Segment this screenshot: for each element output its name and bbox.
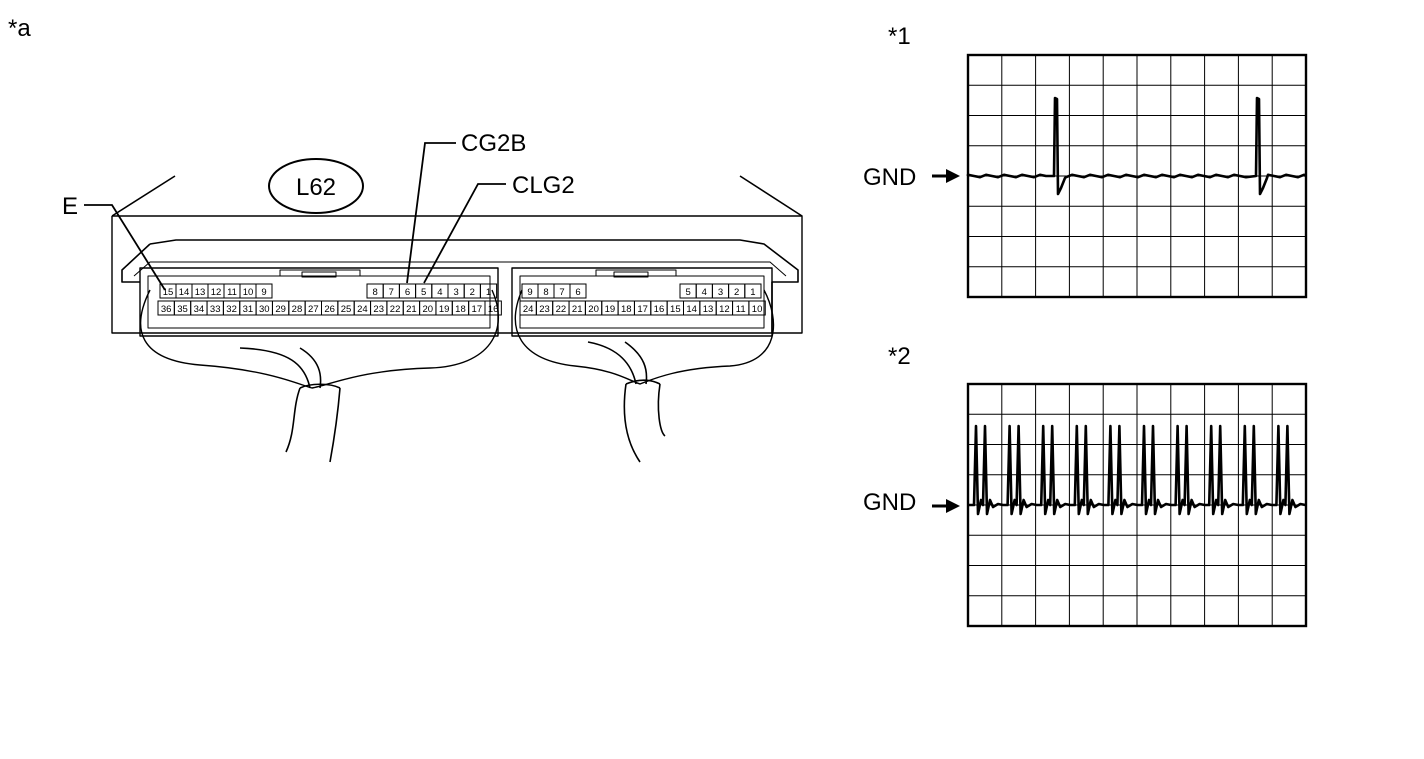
waveform-1-gnd-label: GND	[863, 164, 916, 191]
pin-number: 18	[455, 304, 466, 315]
pin-cell	[748, 300, 766, 316]
pin-number: 20	[422, 304, 433, 315]
waveform-trace	[968, 424, 1307, 516]
pin-number: 16	[654, 304, 665, 315]
pin-number: 4	[437, 287, 442, 298]
pin-number: 15	[163, 287, 174, 298]
pin-number: 24	[523, 304, 534, 315]
pin-number: 12	[211, 287, 222, 298]
pin-number: 32	[226, 304, 237, 315]
pin-number: 7	[559, 287, 564, 298]
pin-number: 34	[194, 304, 205, 315]
pin-number: 4	[702, 287, 707, 298]
pin-number: 36	[161, 304, 172, 315]
pin-number: 12	[719, 304, 730, 315]
pin-cell	[255, 283, 273, 299]
connector-code-label: L62	[296, 174, 336, 201]
terminal-callouts	[84, 142, 506, 291]
pin-number: 8	[372, 287, 377, 298]
pin-number: 17	[637, 304, 648, 315]
pin-number: 8	[543, 287, 548, 298]
pin-number: 2	[470, 287, 475, 298]
pin-number: 13	[195, 287, 206, 298]
pin-number: 3	[453, 287, 458, 298]
terminal-cg2b-label: CG2B	[461, 130, 526, 157]
pin-number: 28	[292, 304, 303, 315]
waveform-1-scope	[966, 53, 1308, 299]
ecu-connector	[111, 175, 803, 463]
pin-number: 27	[308, 304, 319, 315]
pin-number: 2	[734, 287, 739, 298]
pin-number: 10	[243, 287, 254, 298]
pin-number: 21	[406, 304, 417, 315]
pin-number: 6	[405, 287, 410, 298]
pin-number: 3	[718, 287, 723, 298]
terminal-e-label: E	[62, 193, 78, 220]
pin-number: 19	[439, 304, 450, 315]
pin-number: 17	[472, 304, 483, 315]
pin-number: 26	[324, 304, 335, 315]
pin-number: 23	[539, 304, 550, 315]
pin-cell	[484, 300, 502, 316]
pin-number: 1	[750, 287, 755, 298]
pin-number: 16	[488, 304, 499, 315]
pin-number: 19	[605, 304, 616, 315]
waveform-1-ref-label: *1	[888, 23, 911, 50]
pin-number: 5	[685, 287, 690, 298]
pin-number: 24	[357, 304, 368, 315]
pin-number: 10	[752, 304, 763, 315]
pin-number: 9	[261, 287, 266, 298]
pin-cell	[569, 283, 587, 299]
pin-number: 14	[686, 304, 697, 315]
pin-number: 22	[556, 304, 567, 315]
pin-number: 21	[572, 304, 583, 315]
pin-number: 9	[527, 287, 532, 298]
pin-number: 35	[177, 304, 188, 315]
pin-number: 1	[486, 287, 491, 298]
pin-number: 7	[389, 287, 394, 298]
pin-cell	[744, 283, 762, 299]
waveform-trace	[966, 96, 1307, 196]
terminal-clg2-label: CLG2	[512, 172, 575, 199]
connector-code-badge: L62	[268, 158, 364, 214]
pin-number: 33	[210, 304, 221, 315]
pin-number: 23	[373, 304, 384, 315]
pin-number: 11	[736, 304, 746, 315]
pin-number: 31	[243, 304, 254, 315]
pin-number: 25	[341, 304, 352, 315]
pin-cell	[479, 283, 498, 299]
pin-number: 30	[259, 304, 270, 315]
waveform-1-gnd-arrow	[932, 169, 960, 183]
pin-number: 13	[703, 304, 714, 315]
waveform-2-gnd-label: GND	[863, 489, 916, 516]
pin-number: 6	[575, 287, 580, 298]
pin-number: 29	[275, 304, 286, 315]
waveform-2-gnd-arrow	[932, 499, 960, 513]
pin-number: 11	[227, 287, 237, 298]
figure-ref-label: *a	[8, 15, 31, 42]
pin-number: 22	[390, 304, 401, 315]
pin-number: 15	[670, 304, 681, 315]
pin-number: 14	[179, 287, 190, 298]
pin-number: 20	[588, 304, 599, 315]
waveform-2-scope	[966, 382, 1308, 628]
pin-number: 18	[621, 304, 632, 315]
pin-number: 5	[421, 287, 426, 298]
waveform-2-ref-label: *2	[888, 343, 911, 370]
